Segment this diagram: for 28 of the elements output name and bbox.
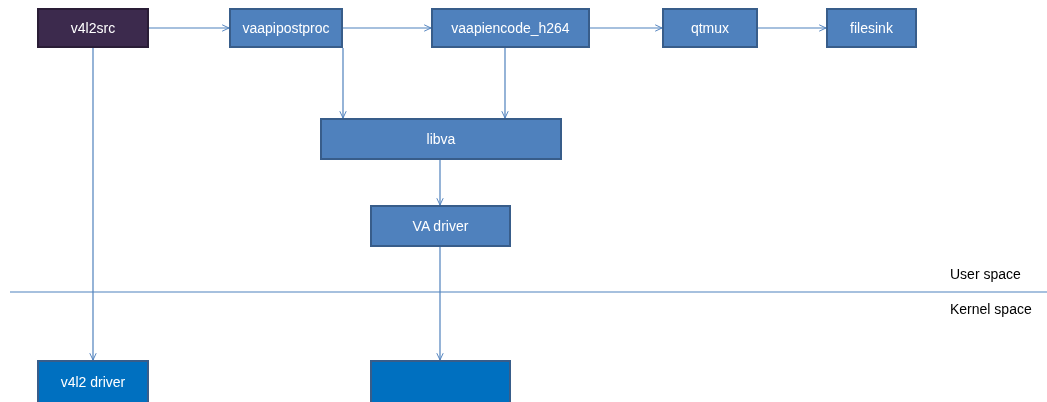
arrow <box>436 159 444 206</box>
process-box <box>370 360 511 402</box>
process-box <box>826 8 917 48</box>
process-box <box>662 8 758 48</box>
box-label: libva <box>426 131 456 147</box>
process-box <box>229 8 343 48</box>
box-label: qtmux <box>690 20 730 36</box>
process-box <box>37 8 149 48</box>
process-box <box>320 118 562 160</box>
arrow <box>89 47 97 361</box>
arrow <box>436 246 444 361</box>
arrow <box>589 24 663 32</box>
arrow <box>339 47 347 119</box>
box-label: v4l2src <box>70 20 116 36</box>
region-label: User space <box>950 266 1021 282</box>
box-label: filesink <box>850 20 893 36</box>
process-box <box>431 8 590 48</box>
arrow <box>501 47 509 119</box>
arrow <box>757 24 827 32</box>
box-label: VA driver <box>412 218 469 234</box>
box-label: vaapiencode_h264 <box>451 20 570 36</box>
process-box <box>37 360 149 402</box>
box-label: vaapipostproc <box>242 20 330 36</box>
arrow <box>342 24 432 32</box>
arrow <box>148 24 230 32</box>
box-label: v4l2 driver <box>60 374 126 390</box>
process-box <box>370 205 511 247</box>
region-label: Kernel space <box>950 301 1032 317</box>
